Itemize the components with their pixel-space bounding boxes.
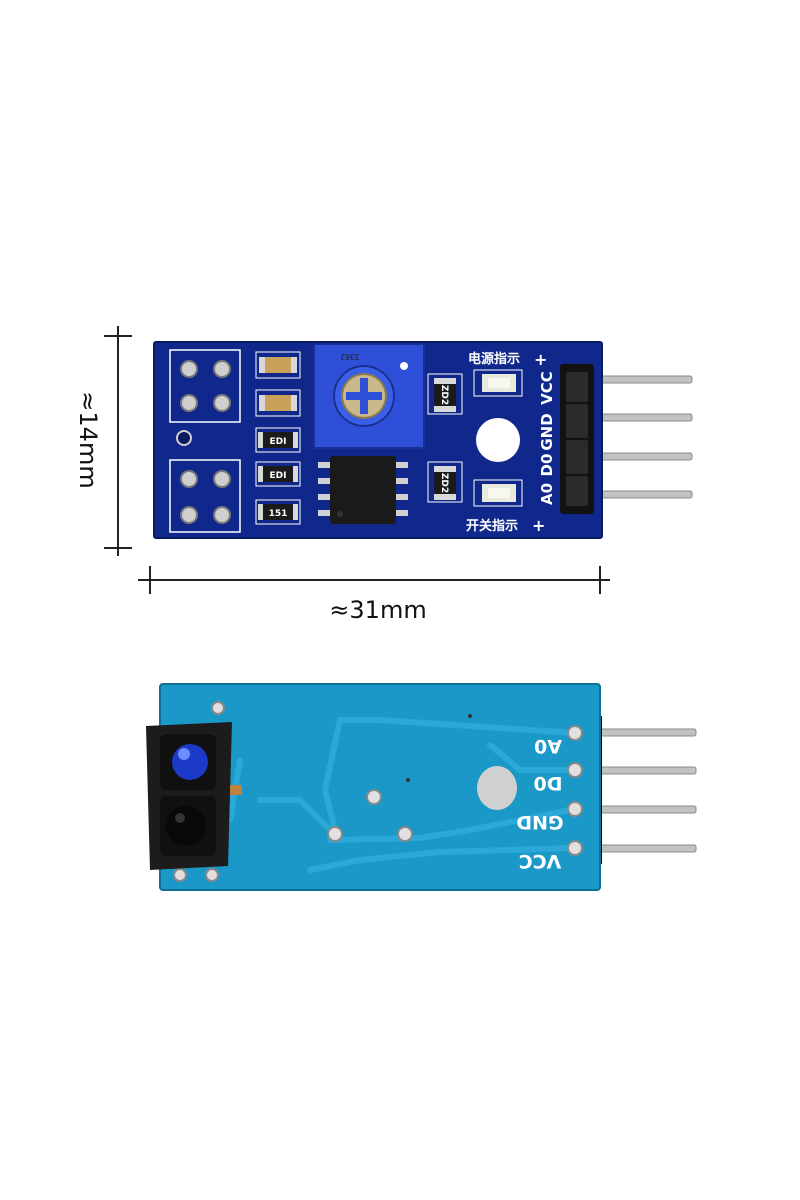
ir-emitter-led — [172, 744, 208, 780]
probe-pads-lower — [169, 459, 241, 533]
power-led — [473, 369, 523, 397]
ir-sensor — [146, 701, 242, 882]
bottom-pin-labels: A0 D0 GND VCC — [516, 735, 563, 872]
svg-text:D0: D0 — [534, 772, 563, 794]
svg-text:VCC: VCC — [519, 850, 562, 872]
ir-receiver — [166, 806, 206, 846]
resistor: ZD2 — [427, 461, 463, 503]
resistor: EDI — [255, 461, 301, 487]
svg-text:3362: 3362 — [340, 352, 359, 361]
svg-text:VCC: VCC — [538, 371, 556, 405]
svg-text:EDI: EDI — [270, 437, 287, 447]
via — [327, 714, 472, 842]
bottom-pcb — [160, 684, 600, 890]
probe-pads-upper — [169, 349, 241, 423]
power-indicator-label: 电源指示 — [468, 351, 520, 367]
svg-text:A0: A0 — [534, 735, 562, 757]
via-hole — [176, 430, 192, 446]
height-dimension-marker — [104, 326, 132, 556]
svg-text:EDI: EDI — [270, 471, 287, 481]
mounting-hole — [477, 766, 517, 810]
svg-text:ZD2: ZD2 — [439, 385, 449, 405]
height-dimension-label: ≈14mm — [74, 391, 102, 488]
bottom-board: A0 D0 GND VCC — [146, 683, 697, 891]
mounting-hole — [476, 418, 520, 462]
resistor: EDI — [255, 427, 301, 453]
svg-text:151: 151 — [269, 509, 288, 519]
plus-mark: + — [534, 350, 547, 369]
width-dimension-label: ≈31mm — [329, 596, 426, 624]
comparator-chip — [318, 456, 408, 524]
bottom-pin-pads — [567, 725, 583, 856]
top-pin-labels: VCC GND D0 A0 — [538, 371, 556, 505]
top-board: EDI EDI 151 3362 — [153, 341, 693, 539]
plus-mark: + — [532, 516, 545, 535]
capacitor — [255, 389, 301, 417]
svg-text:A0: A0 — [538, 483, 556, 505]
capacitor — [255, 351, 301, 379]
svg-text:D0: D0 — [538, 454, 556, 477]
pcb-traces — [227, 717, 578, 873]
bottom-header-pins — [595, 728, 697, 853]
svg-text:GND: GND — [516, 811, 563, 833]
potentiometer: 3362 — [313, 343, 425, 449]
resistor: 151 — [255, 499, 301, 525]
width-dimension-marker — [138, 566, 610, 594]
svg-text:ZD2: ZD2 — [439, 473, 449, 493]
switch-indicator-label: 开关指示 — [466, 518, 518, 534]
resistor: ZD2 — [427, 373, 463, 415]
top-header-pins — [589, 375, 693, 499]
switch-led — [473, 479, 523, 507]
svg-text:GND: GND — [538, 413, 556, 450]
